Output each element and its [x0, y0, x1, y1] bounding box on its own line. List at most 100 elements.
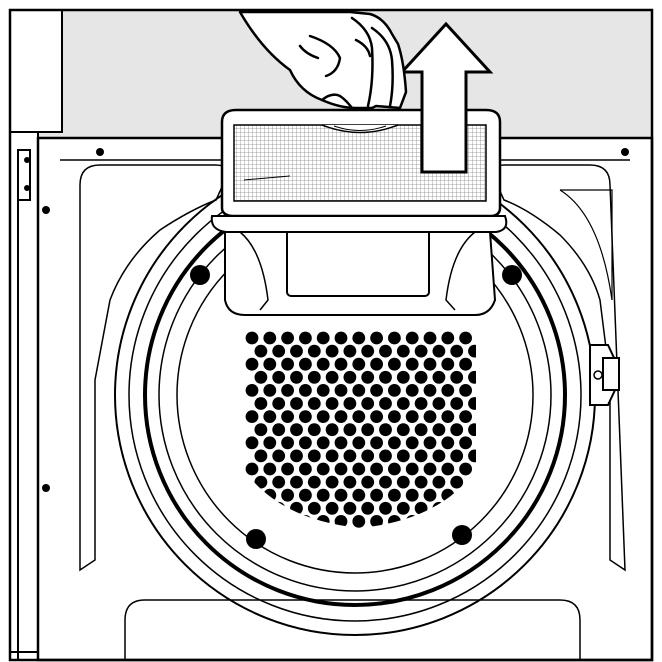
perforation-hole	[299, 488, 312, 502]
perforation-hole	[441, 462, 455, 476]
perforation-hole	[272, 397, 286, 410]
perforation-hole	[423, 331, 437, 345]
perforation-hole	[388, 331, 401, 345]
perforation-hole	[343, 475, 357, 489]
perforation-hole	[459, 436, 472, 450]
perforation-hole	[254, 370, 268, 384]
perforation-hole	[352, 488, 366, 502]
perforation-hole	[245, 462, 259, 476]
perforation-hole	[299, 384, 312, 397]
perforation-hole	[370, 462, 383, 476]
perforation-hole	[352, 436, 366, 450]
perforation-hole	[468, 449, 476, 463]
perforation-hole	[468, 370, 476, 384]
perforation-hole	[405, 357, 419, 371]
perforation-hole	[423, 384, 437, 397]
perforation-hole	[334, 436, 348, 450]
perforation-hole	[343, 397, 357, 410]
perforation-hole	[432, 344, 446, 358]
perforation-hole	[352, 410, 366, 423]
perforation-hole	[468, 423, 476, 437]
perforation-hole	[254, 449, 268, 463]
perforation-hole	[459, 462, 472, 476]
perforation-hole	[343, 423, 357, 437]
perforation-hole	[388, 357, 401, 371]
perforation-hole	[254, 423, 268, 437]
frame-border	[8, 8, 654, 662]
perforation-hole	[343, 449, 357, 463]
perforation-hole	[334, 384, 348, 397]
perforation-hole	[414, 501, 428, 515]
perforation-hole	[334, 488, 348, 502]
perforation-hole	[352, 357, 366, 371]
perforation-hole	[254, 475, 268, 489]
perforation-hole	[299, 436, 312, 450]
perforation-hole	[459, 410, 472, 423]
perforation-hole	[325, 449, 339, 463]
filter-housing	[224, 227, 497, 316]
hand-icon	[238, 10, 408, 110]
perforation-hole	[307, 501, 321, 515]
perforation-hole	[379, 344, 392, 358]
perforation-hole	[396, 370, 410, 384]
perforation-hole	[388, 384, 401, 397]
perforation-hole	[405, 462, 419, 476]
perforation-hole	[459, 331, 472, 345]
perforation-hole	[414, 423, 428, 437]
door-hinge-icon	[589, 344, 620, 406]
perforation-hole	[245, 357, 259, 371]
screw-icon	[452, 525, 472, 545]
perforation-hole	[281, 384, 294, 397]
perforation-hole	[254, 344, 268, 358]
perforation-hole	[414, 370, 428, 384]
perforation-hole	[468, 344, 476, 358]
perforation-hole	[423, 410, 437, 423]
perforation-hole	[343, 344, 357, 358]
perforation-hole	[432, 475, 446, 489]
perforation-hole	[325, 501, 339, 515]
screw-icon	[190, 265, 210, 285]
perforation-hole	[396, 501, 410, 515]
perforation-hole	[307, 397, 321, 410]
perforation-hole	[272, 344, 286, 358]
perforation-hole	[388, 488, 401, 502]
perforation-hole	[290, 344, 303, 358]
perforation-hole	[396, 449, 410, 463]
screw-icon	[24, 157, 30, 163]
perforation-hole	[334, 410, 348, 423]
perforation-hole	[254, 397, 268, 410]
perforation-hole	[450, 397, 464, 410]
perforation-hole	[343, 370, 357, 384]
perforation-hole	[388, 436, 401, 450]
perforation-hole	[450, 475, 464, 489]
perforation-hole	[263, 357, 277, 371]
perforation-hole	[281, 331, 294, 345]
perforation-hole	[334, 357, 348, 371]
perforation-hole	[281, 462, 294, 476]
perforation-hole	[307, 475, 321, 489]
perforation-hole	[379, 397, 392, 410]
screw-icon	[246, 529, 266, 549]
perforation-hole	[423, 488, 437, 502]
screw-icon	[42, 484, 50, 492]
perforation-hole	[414, 449, 428, 463]
perforation-hole	[307, 449, 321, 463]
screw-icon	[42, 206, 50, 214]
perforation-hole	[450, 370, 464, 384]
perforation-hole	[379, 449, 392, 463]
perforation-hole	[245, 384, 259, 397]
perforation-hole	[272, 475, 286, 489]
perforation-hole	[405, 436, 419, 450]
perforation-hole	[361, 344, 375, 358]
perforation-hole	[299, 357, 312, 371]
perforation-hole	[281, 436, 294, 450]
perforation-hole	[468, 397, 476, 410]
perforation-hole	[245, 436, 259, 450]
perforation-hole	[272, 449, 286, 463]
perforation-hole	[405, 331, 419, 345]
perforation-hole	[370, 488, 383, 502]
perforation-hole	[370, 515, 383, 528]
perforation-hole	[379, 370, 392, 384]
perforation-hole	[272, 370, 286, 384]
